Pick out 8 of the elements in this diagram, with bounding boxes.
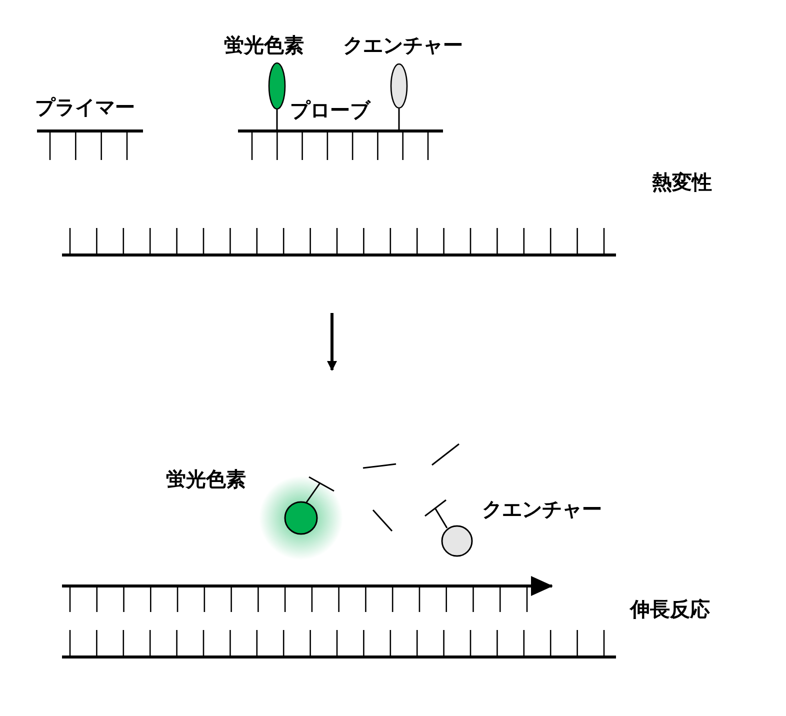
label-text: プローブ xyxy=(290,98,370,122)
label-text: クエンチャー xyxy=(482,497,602,521)
label-text: 熱変性 xyxy=(652,170,712,194)
label-text: 蛍光色素 xyxy=(166,467,246,491)
label-text: 伸長反応 xyxy=(630,597,710,621)
label-text: 蛍光色素 xyxy=(224,33,304,57)
label-text: プライマー xyxy=(35,95,135,119)
label-text: クエンチャー xyxy=(343,33,463,57)
